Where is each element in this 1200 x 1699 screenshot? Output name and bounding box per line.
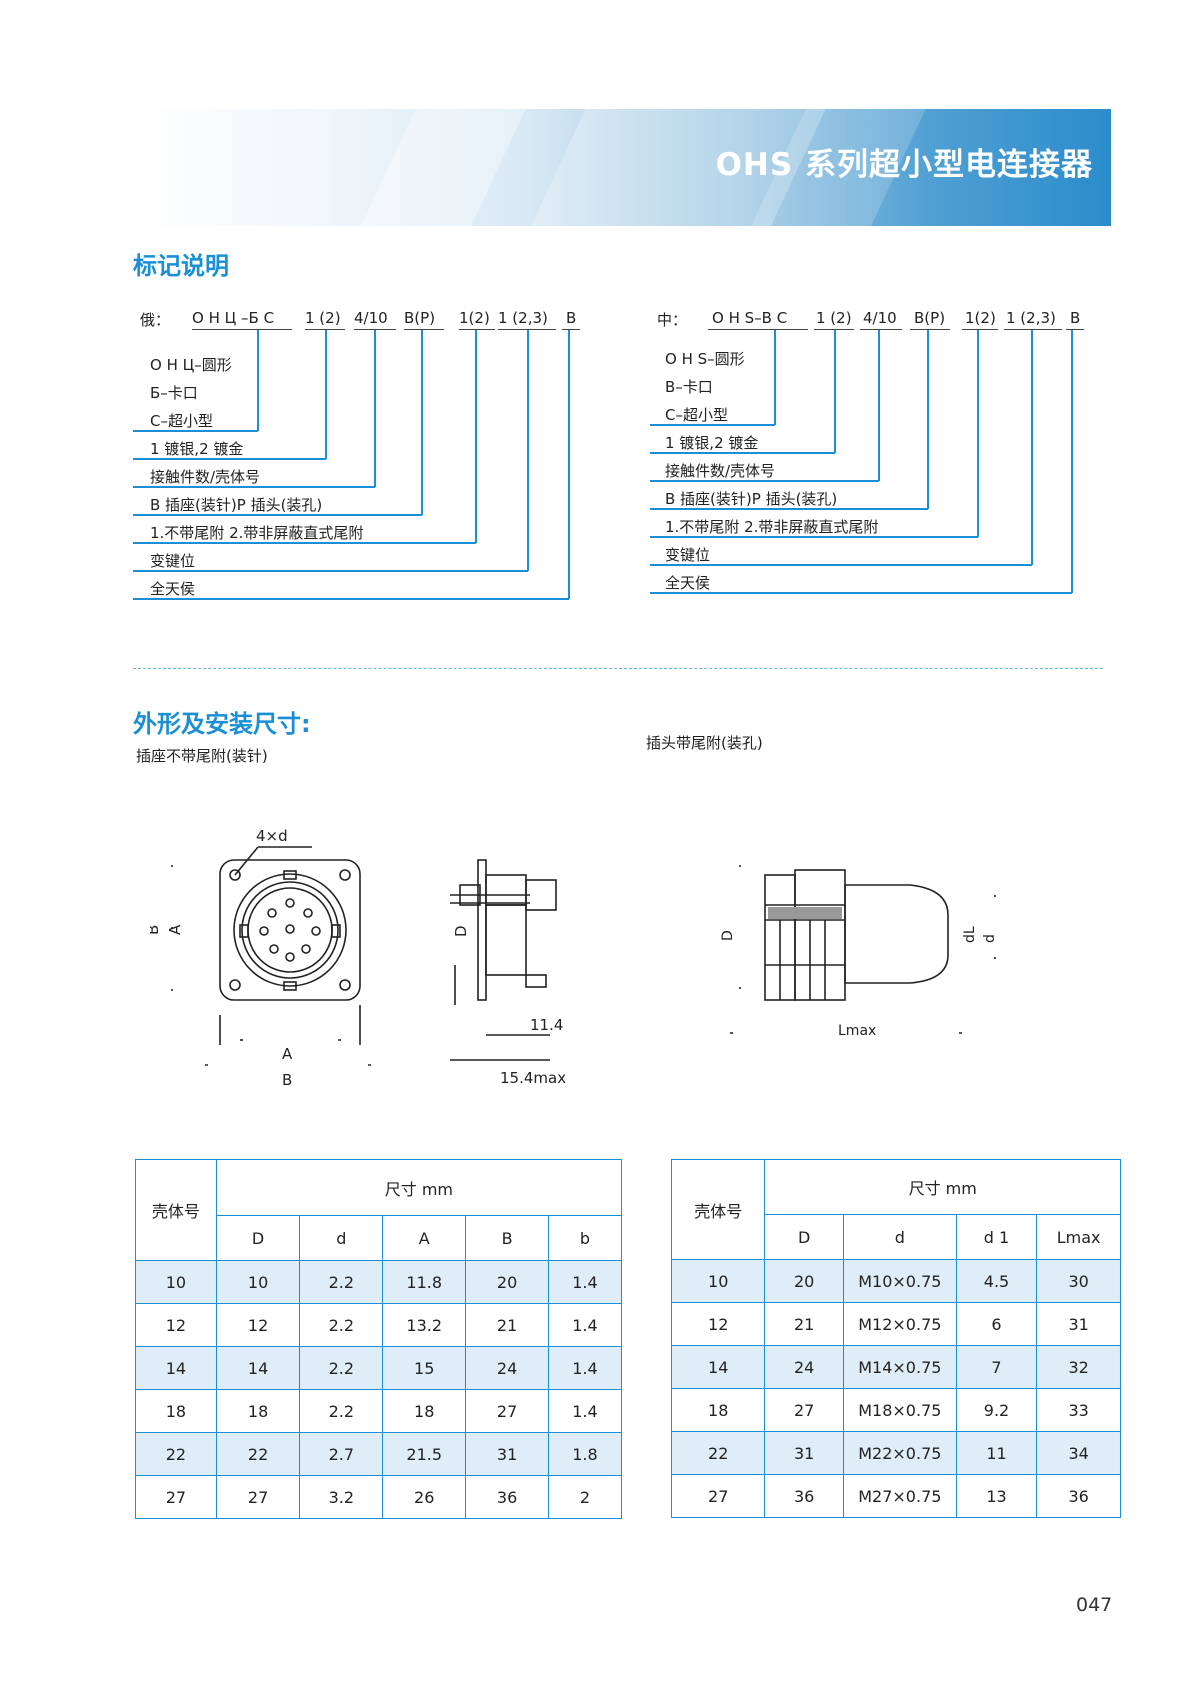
table-header-group: 尺寸 mm <box>764 1159 1121 1215</box>
table-header-shell: 壳体号 <box>135 1159 217 1261</box>
cn-label-8: 全天侯 <box>665 574 711 592</box>
cn-token-1: 1 (2) <box>816 309 852 327</box>
ru-token-6: B <box>566 309 577 327</box>
header-banner: OHS 系列超小型电连接器 <box>133 109 1111 226</box>
plug-drawing: D dL d Lmax <box>720 865 998 1039</box>
dim-label-A-bottom: A <box>282 1045 293 1063</box>
ru-token-3: B(P) <box>404 309 436 327</box>
cn-token-2: 4/10 <box>863 309 897 327</box>
ru-label-8: 全天侯 <box>150 580 196 598</box>
page-number: 047 <box>1076 1594 1113 1616</box>
dim-label-15-4: 15.4max <box>500 1069 566 1087</box>
table-col-B: B <box>465 1215 549 1261</box>
ru-token-2: 4/10 <box>354 309 388 327</box>
ru-token-1: 1 (2) <box>305 309 341 327</box>
dim-label-4xd: 4×d <box>256 827 288 845</box>
marking-title: 标记说明 <box>133 252 229 280</box>
dim-label-D: D <box>452 925 470 937</box>
cn-token-6: B <box>1070 309 1081 327</box>
ru-token-4: 1(2) <box>459 309 490 327</box>
dim-label-A: A <box>166 924 184 935</box>
plug-label-dL: dL <box>962 926 978 943</box>
dim-label-B: B <box>150 925 162 935</box>
table-col-D: D <box>215 1215 301 1261</box>
table-col-b: b <box>547 1215 623 1261</box>
table-col-A: A <box>382 1215 467 1261</box>
cn-label-3: 1 镀银,2 镀金 <box>665 434 759 452</box>
ru-label-5: B 插座(装针)P 插头(装孔) <box>150 496 323 514</box>
table-col-lmax: Lmax <box>1036 1214 1121 1260</box>
ru-token-5: 1 (2,3) <box>498 309 548 327</box>
dim-label-11-4: 11.4 <box>530 1016 563 1034</box>
ru-prefix: 俄： <box>140 311 171 329</box>
plug-label-lmax: Lmax <box>838 1023 876 1039</box>
cn-label-5: B 插座(装针)P 插头(装孔) <box>665 490 838 508</box>
cn-label-6: 1.不带尾附 2.带非屏蔽直式尾附 <box>665 518 879 536</box>
section-divider <box>133 668 1103 669</box>
cn-token-5: 1 (2,3) <box>1006 309 1056 327</box>
cn-token-3: B(P) <box>914 309 946 327</box>
ru-token-0: О Н Ц –Б С <box>192 309 275 327</box>
ru-label-2: С–超小型 <box>150 412 213 430</box>
dim-label-B-bottom: B <box>282 1071 292 1089</box>
ru-label-1: Б–卡口 <box>150 384 198 402</box>
table-col-D: D <box>764 1214 844 1260</box>
ru-label-0: О Н Ц–圆形 <box>150 356 232 374</box>
table-col-d: d <box>299 1215 384 1261</box>
cn-token-0: O H S–B C <box>712 309 788 327</box>
cn-label-2: C–超小型 <box>665 406 728 424</box>
table-header-shell: 壳体号 <box>670 1159 766 1260</box>
ru-label-3: 1 镀银,2 镀金 <box>150 440 244 458</box>
plug-label-d: d <box>982 934 998 943</box>
cn-label-7: 变键位 <box>665 546 711 564</box>
cn-token-4: 1(2) <box>965 309 996 327</box>
cn-label-0: O H S–圆形 <box>665 350 745 368</box>
table-header-group: 尺寸 mm <box>215 1159 623 1216</box>
left-caption: 插座不带尾附(装针) <box>136 747 268 765</box>
cn-label-4: 接触件数/壳体号 <box>665 462 776 480</box>
right-caption: 插头带尾附(装孔) <box>646 734 763 752</box>
receptacle-drawing: 4×d B A A B D 11.4 15.4max <box>150 827 566 1089</box>
plug-label-D: D <box>720 930 736 941</box>
ru-label-4: 接触件数/壳体号 <box>150 468 261 486</box>
cn-prefix: 中： <box>657 311 688 329</box>
cn-label-1: B–卡口 <box>665 378 713 396</box>
ru-label-7: 变键位 <box>150 552 196 570</box>
dimensions-title: 外形及安装尺寸: <box>133 710 311 738</box>
page-title: OHS 系列超小型电连接器 <box>715 147 1093 183</box>
ru-label-6: 1.不带尾附 2.带非屏蔽直式尾附 <box>150 524 364 542</box>
table-col-d1: d 1 <box>955 1214 1038 1260</box>
table-col-d: d <box>842 1214 957 1260</box>
